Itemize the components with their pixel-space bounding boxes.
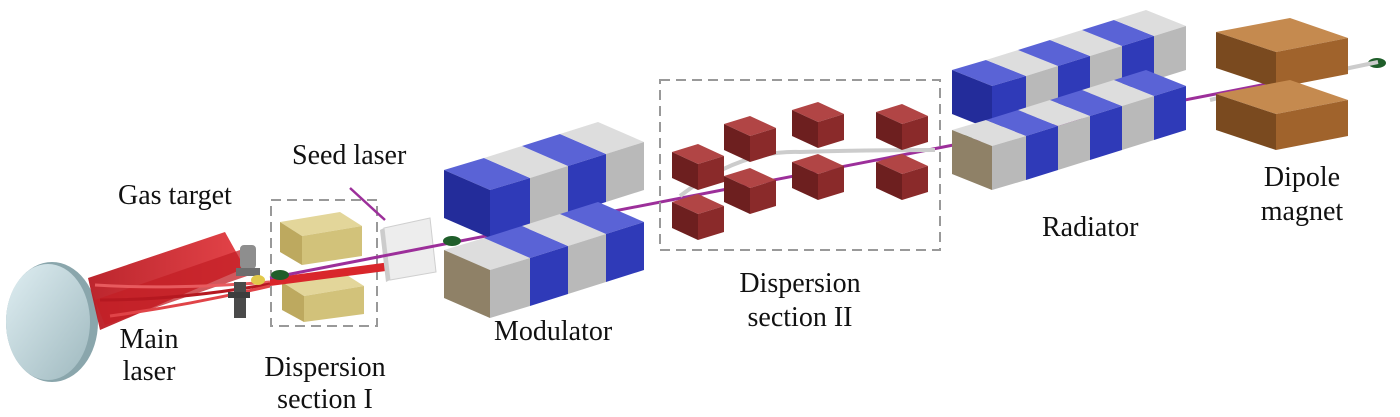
seed-laser-beam xyxy=(349,187,386,221)
label-main-laser-line-2: laser xyxy=(122,356,176,387)
dipole-magnet-bottom xyxy=(1216,80,1348,150)
chicane-magnet xyxy=(724,116,776,162)
chicane-magnet xyxy=(792,102,844,148)
label-dispersion-2-line-1: Dispersion xyxy=(739,268,861,299)
main-laser-beam xyxy=(88,232,271,330)
dispersion-1-magnet-bottom xyxy=(282,272,364,322)
label-dipole-line-1: Dipole xyxy=(1263,162,1341,193)
radiator-magnets-bottom xyxy=(952,70,1186,190)
modulator-magnets-top xyxy=(444,122,644,238)
dispersion-1-magnet-top xyxy=(280,212,362,265)
chicane-magnet xyxy=(672,144,724,190)
label-dispersion-2-line-2: section II xyxy=(747,302,853,333)
label-main-laser-line-1: Main xyxy=(119,324,179,355)
dispersion-section-1-box xyxy=(270,199,378,327)
chicane-magnet xyxy=(792,154,844,200)
label-dispersion-1-line-2: section I xyxy=(277,384,373,415)
dipole-magnet-top xyxy=(1216,18,1348,88)
gas-target-nozzle xyxy=(228,245,265,318)
label-dispersion-1-line-1: Dispersion xyxy=(264,352,386,383)
label-modulator: Modulator xyxy=(494,316,613,347)
chicane-magnet xyxy=(672,194,724,240)
modulator-magnets-bottom xyxy=(444,202,644,318)
label-dipole-line-2: magnet xyxy=(1260,196,1344,227)
chicane-magnets xyxy=(672,102,928,240)
chicane-magnet xyxy=(876,154,928,200)
label-seed-laser: Seed laser xyxy=(292,140,407,171)
label-radiator: Radiator xyxy=(1042,212,1139,243)
chicane-magnet xyxy=(876,104,928,150)
chicane-magnet xyxy=(724,168,776,214)
main-laser-mirror xyxy=(6,262,98,382)
label-gas-target: Gas target xyxy=(118,180,232,211)
